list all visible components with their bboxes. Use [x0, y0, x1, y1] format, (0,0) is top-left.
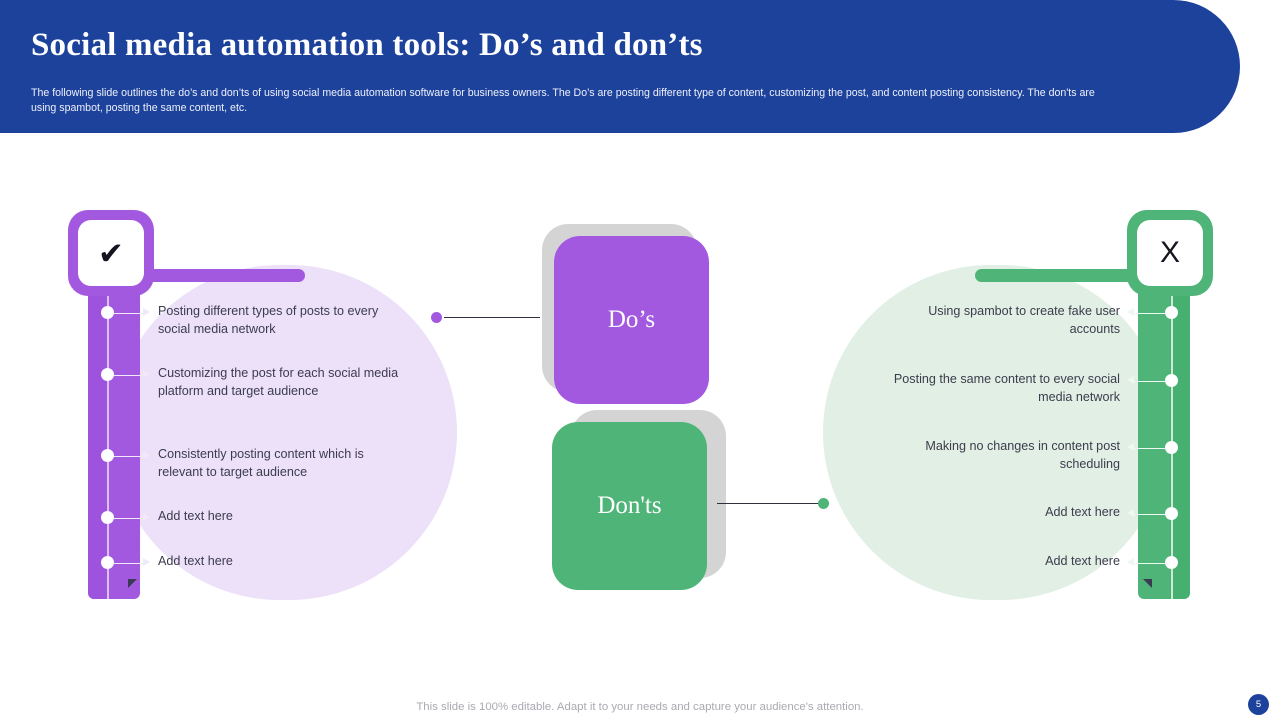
donts-card-connector-line [717, 503, 823, 505]
page-title: Social media automation tools: Do’s and … [31, 27, 703, 63]
slide-header: Social media automation tools: Do’s and … [0, 0, 1240, 133]
donts-node-1 [1165, 306, 1178, 319]
donts-rail-guide-line [1171, 247, 1173, 599]
dos-badge-inner: ✔ [78, 220, 144, 286]
dos-backdrop-shape [112, 265, 457, 600]
dos-node-5 [101, 556, 114, 569]
check-icon: ✔ [98, 235, 124, 271]
dos-rail-inner-stripe [88, 247, 108, 599]
donts-rail-foot-arrow-icon [1143, 579, 1152, 588]
dos-connector-3 [113, 455, 144, 457]
dos-arrow-icon-3 [143, 451, 150, 459]
donts-arrow-icon-4 [1127, 509, 1134, 517]
dos-node-4 [101, 511, 114, 524]
donts-connector-4 [1134, 513, 1165, 515]
dos-item-label-5: Add text here [158, 554, 233, 568]
footer-note: This slide is 100% editable. Adapt it to… [416, 701, 864, 713]
donts-arrow-icon-2 [1127, 376, 1134, 384]
donts-item-label-5: Add text here [1045, 554, 1120, 568]
dos-arrow-icon-4 [143, 513, 150, 521]
donts-node-3 [1165, 441, 1178, 454]
donts-backdrop-shape [823, 265, 1168, 600]
donts-node-4 [1165, 507, 1178, 520]
donts-connector-2 [1134, 380, 1165, 382]
page-subtitle: The following slide outlines the do’s an… [31, 87, 1095, 114]
donts-connector-3 [1134, 447, 1165, 449]
dos-rail-foot-arrow-icon [128, 579, 137, 588]
donts-item-label-1: Using spambot to create fake user accoun… [928, 304, 1120, 336]
donts-arrow-icon-1 [1127, 308, 1134, 316]
donts-rail-arm [975, 269, 1150, 282]
dos-item-label-1: Posting different types of posts to ever… [158, 304, 379, 336]
donts-badge-inner: X [1137, 220, 1203, 286]
dos-node-1 [101, 306, 114, 319]
donts-card[interactable]: Don'ts [552, 422, 707, 590]
dos-card-connector-dot [431, 312, 442, 323]
cross-icon: X [1159, 236, 1180, 269]
dos-card[interactable]: Do’s [554, 236, 709, 404]
dos-rail-arm [130, 269, 305, 282]
donts-item-label-3: Making no changes in content post schedu… [925, 439, 1120, 471]
dos-arrow-icon-1 [143, 308, 150, 316]
donts-connector-5 [1134, 562, 1165, 564]
donts-item-label-4: Add text here [1045, 505, 1120, 519]
dos-badge: ✔ [68, 210, 154, 296]
dos-item-label-2: Customizing the post for each social med… [158, 366, 399, 398]
dos-connector-1 [113, 312, 144, 314]
donts-arrow-icon-3 [1127, 443, 1134, 451]
dos-arrow-icon-2 [143, 370, 150, 378]
dos-connector-2 [113, 374, 144, 376]
dos-card-label: Do’s [607, 306, 656, 333]
dos-connector-5 [113, 562, 144, 564]
dos-node-2 [101, 368, 114, 381]
donts-node-5 [1165, 556, 1178, 569]
dos-rail-guide-line [107, 247, 109, 599]
donts-arrow-icon-5 [1127, 558, 1134, 566]
donts-badge: X [1127, 210, 1213, 296]
donts-rail [1138, 247, 1190, 599]
dos-arrow-icon-5 [143, 558, 150, 566]
donts-item-label-2: Posting the same content to every social… [893, 372, 1120, 404]
donts-card-label: Don'ts [597, 492, 662, 519]
donts-node-2 [1165, 374, 1178, 387]
donts-card-connector-dot [818, 498, 829, 509]
dos-item-label-3: Consistently posting content which is re… [158, 447, 364, 479]
dos-node-3 [101, 449, 114, 462]
donts-rail-inner-stripe [1170, 247, 1190, 599]
page-number-badge: 5 [1248, 694, 1269, 715]
dos-item-label-4: Add text here [158, 509, 233, 523]
dos-connector-4 [113, 517, 144, 519]
dos-card-connector-line [444, 317, 540, 319]
donts-connector-1 [1134, 312, 1165, 314]
